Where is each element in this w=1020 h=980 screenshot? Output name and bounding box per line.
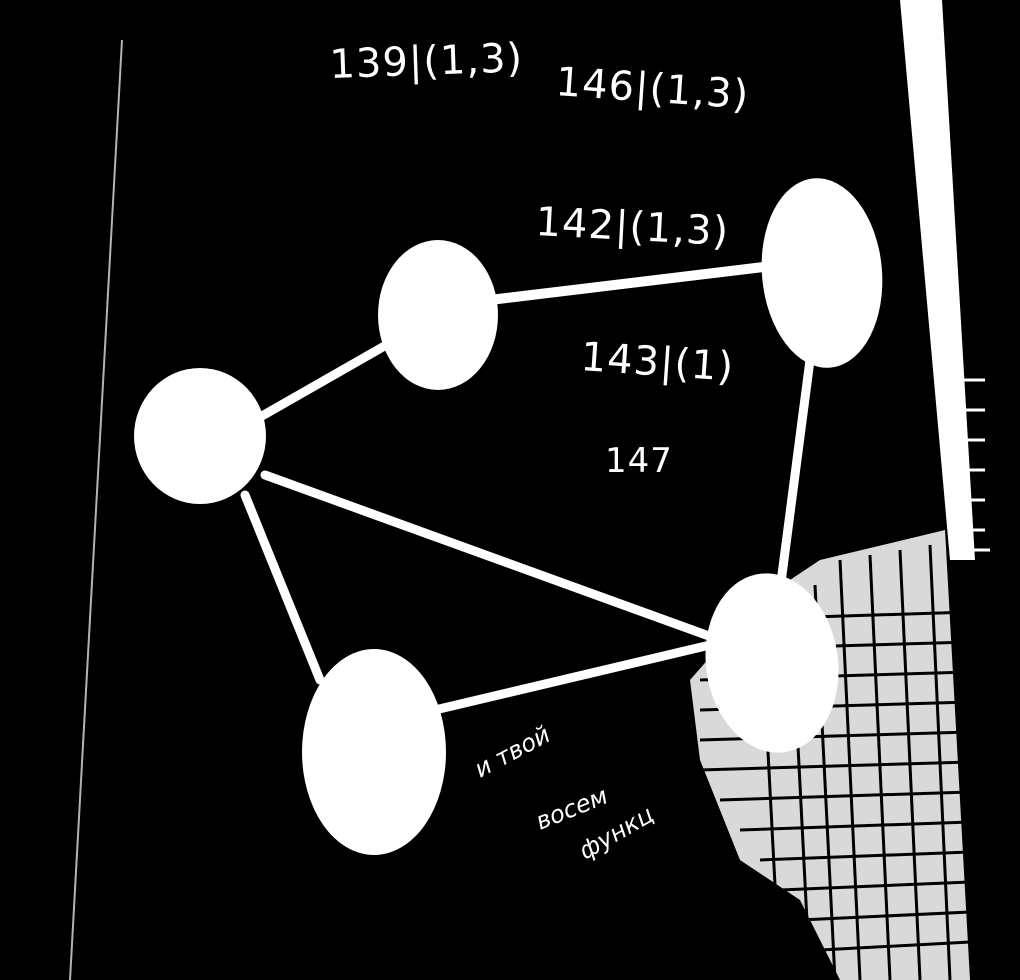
edge-a-e (260, 470, 725, 645)
node-a (134, 368, 266, 504)
graph-edges (240, 260, 815, 715)
graph-nodes (134, 178, 883, 855)
caption-line-1: и твой (470, 720, 555, 783)
edge-c-e (775, 355, 815, 595)
notebook-ticks (950, 378, 990, 552)
node-d (302, 649, 446, 855)
edge-b-c (485, 260, 785, 305)
note-139: 139|(1,3) (329, 35, 524, 88)
edge-d-e (430, 640, 715, 715)
node-e (705, 573, 839, 753)
notebook-strip (900, 0, 975, 560)
edge-a-b (250, 335, 400, 425)
paper-fold-line (69, 39, 123, 980)
edge-a-d (240, 490, 325, 685)
note-147: 147 (605, 441, 673, 481)
node-b (378, 240, 498, 390)
note-142: 142|(1,3) (534, 199, 730, 255)
node-c (761, 178, 883, 368)
note-146: 146|(1,3) (554, 59, 750, 118)
note-143: 143|(1) (579, 334, 735, 391)
